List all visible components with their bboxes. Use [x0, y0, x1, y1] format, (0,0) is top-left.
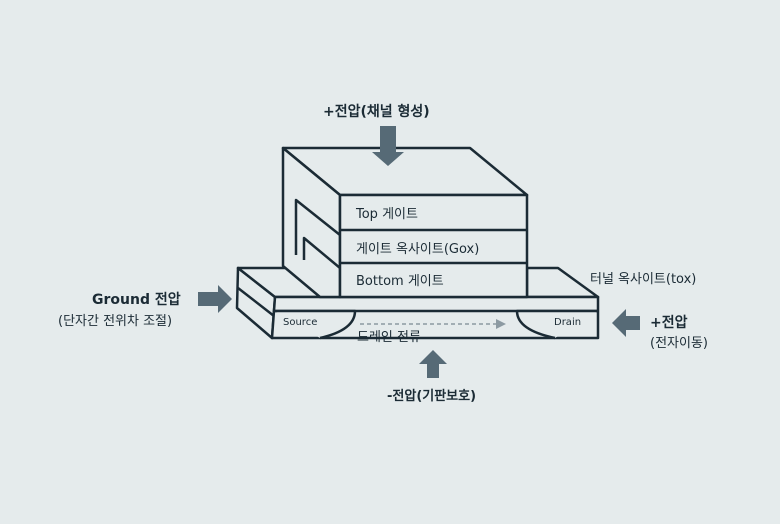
left-voltage-label: Ground 전압	[92, 292, 181, 308]
drain-current-label: 드레인 전류	[357, 330, 421, 345]
top-gate-label: Top 게이트	[356, 207, 418, 222]
gate-side-face	[281, 146, 342, 299]
gate-front-face	[338, 193, 529, 299]
bottom-voltage-label: -전압(기판보호)	[387, 389, 477, 404]
right-voltage-arrow	[612, 309, 640, 337]
source-label: Source	[283, 317, 318, 328]
drain-current-arrowhead	[496, 319, 506, 329]
right-voltage-note: (전자이동)	[650, 336, 708, 351]
left-voltage-arrow	[198, 285, 232, 313]
gate-oxide-label: 게이트 옥사이트(Gox)	[356, 242, 480, 257]
drain-label: Drain	[554, 317, 582, 328]
top-voltage-label: +전압(채널 형성)	[323, 104, 430, 120]
drain-region	[515, 309, 598, 340]
bottom-voltage-arrow	[419, 350, 447, 378]
tunnel-oxide-label: 터널 옥사이트(tox)	[590, 272, 697, 287]
left-voltage-note: (단자간 전위차 조절)	[58, 314, 173, 329]
source-region	[275, 309, 357, 340]
right-voltage-label: +전압	[650, 315, 688, 331]
substrate-top-right	[525, 266, 600, 299]
bottom-gate-label: Bottom 게이트	[356, 274, 444, 289]
top-voltage-arrow	[372, 126, 404, 166]
